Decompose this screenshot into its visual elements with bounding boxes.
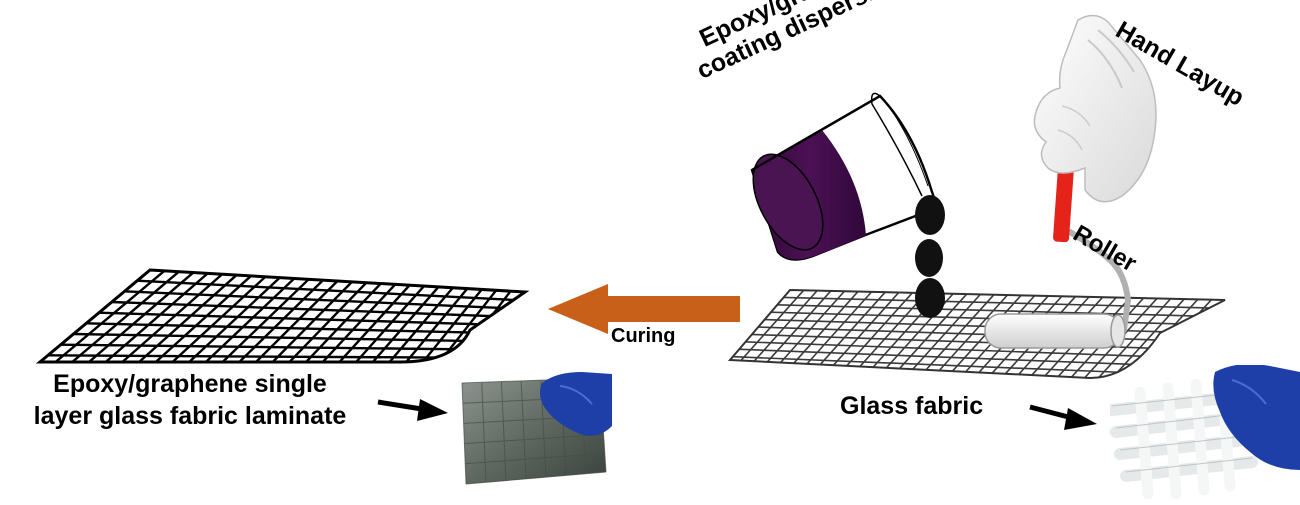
laminate-outline [35, 268, 530, 364]
grid-line [730, 363, 1151, 378]
grid-line [318, 283, 397, 362]
grid-line [150, 275, 252, 362]
grid-line [301, 282, 382, 362]
grid-line [184, 276, 281, 362]
grid-line [83, 271, 195, 362]
grid-line [737, 348, 1166, 367]
laminate-label: Epoxy/graphene single layer glass fabric… [0, 368, 380, 432]
grid-line [418, 288, 483, 362]
curing-arrow [548, 284, 740, 334]
grid-line [1149, 299, 1225, 378]
grid-line [124, 290, 513, 310]
arrow-icon [548, 284, 740, 334]
grid-line [1162, 382, 1182, 500]
grid-line [1122, 298, 1199, 378]
drop-icon [915, 195, 945, 235]
grid-line [1119, 435, 1247, 451]
glove-icon [1033, 14, 1157, 203]
grid-line [469, 291, 525, 362]
laminate-sample-photo [461, 372, 612, 485]
grid-line [763, 318, 1196, 334]
grid-line [743, 341, 1173, 359]
grid-line [385, 286, 454, 362]
grid-line [351, 285, 425, 362]
grid-line [72, 332, 489, 343]
glass-fabric-sheet [727, 288, 1226, 380]
grid-line [133, 274, 238, 362]
grid-line [500, 381, 507, 481]
arrow-icon [417, 399, 448, 421]
grid-line [167, 275, 267, 362]
grid-line [234, 279, 324, 362]
grid-line [464, 433, 604, 445]
grid-line [481, 382, 487, 483]
beaker-icon [750, 92, 936, 261]
drop-icon [915, 239, 943, 277]
grid-line [66, 270, 180, 362]
grid-line [465, 471, 607, 485]
grid-line [1125, 457, 1253, 473]
fabric-grid [730, 290, 1225, 378]
grid-line [730, 355, 1158, 375]
grid-line [85, 322, 495, 335]
glass-fabric-sample-photo [1110, 365, 1300, 500]
grid-line [368, 286, 440, 362]
grid-line [776, 304, 1211, 318]
laminate-grid [40, 270, 525, 362]
laminate-label-line2: layer glass fabric laminate [33, 402, 347, 430]
curing-label: Curing [611, 325, 676, 347]
fabric-outline [727, 288, 1226, 380]
grid-line [465, 452, 605, 465]
grid-line [100, 272, 209, 362]
grid-line [1134, 386, 1154, 500]
grid-line [452, 290, 512, 362]
laminate-pointer-arrow [377, 399, 448, 421]
grid-line [520, 380, 527, 479]
grid-line [783, 296, 1218, 309]
grid-line [137, 279, 519, 302]
grid-line [461, 382, 467, 485]
dispersion-drops [915, 195, 945, 318]
glass-fabric-label: Glass fabric [840, 392, 984, 420]
grid-line [117, 273, 223, 362]
fabric-pointer-arrow [1029, 404, 1097, 430]
grid-line [111, 300, 507, 318]
laminate-label-line1: Epoxy/graphene single [53, 370, 327, 398]
grid-line [49, 270, 166, 362]
grid-line [251, 280, 339, 362]
arrow-icon [1064, 408, 1097, 430]
grid-line [98, 311, 501, 327]
nitrile-glove [540, 372, 612, 436]
grid-line [770, 311, 1203, 326]
grid-line [200, 277, 296, 362]
grid-line [59, 343, 483, 351]
grid-line [284, 281, 368, 362]
grid-line [1111, 393, 1227, 407]
grid-line [1190, 378, 1210, 496]
grid-line [46, 354, 477, 359]
drop-icon [915, 278, 945, 318]
nitrile-glove [1213, 365, 1300, 470]
grid-line [402, 287, 469, 362]
laminate-sheet [35, 268, 530, 364]
grid-line [217, 278, 310, 362]
grid-line [1115, 413, 1237, 429]
grid-line [334, 284, 411, 362]
grid-line [267, 281, 353, 362]
